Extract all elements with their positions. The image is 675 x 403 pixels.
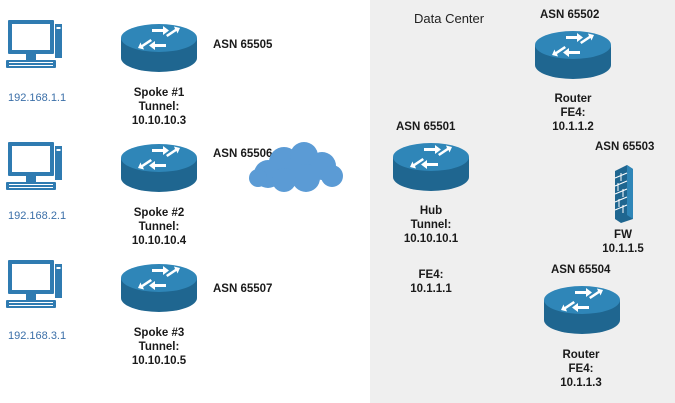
- router-bottom-name: Router: [562, 349, 600, 361]
- spoke3-name: Spoke #3: [133, 327, 185, 339]
- spoke2-name: Spoke #2: [133, 207, 185, 219]
- desktop-computer-icon: [4, 140, 64, 194]
- hub-tunnel-label: Tunnel:: [410, 219, 452, 231]
- data-center-title: Data Center: [414, 11, 485, 26]
- spoke2-label: Spoke #2 Tunnel: 10.10.10.4: [112, 206, 206, 248]
- host-ip-1: 192.168.1.1: [8, 92, 67, 104]
- router-top-label: Router FE4: 10.1.1.2: [526, 92, 620, 134]
- router-icon: [119, 20, 199, 76]
- firewall-icon: [614, 165, 633, 223]
- router-bottom-label: Router FE4: 10.1.1.3: [534, 348, 628, 390]
- firewall-asn: ASN 65503: [595, 141, 655, 153]
- spoke2-asn: ASN 65506: [213, 148, 273, 160]
- spoke1-tunnel-ip: 10.10.10.3: [131, 115, 187, 127]
- router-bottom-asn: ASN 65504: [551, 264, 611, 276]
- spoke1-tunnel-label: Tunnel:: [138, 101, 180, 113]
- hub-label: Hub Tunnel: 10.10.10.1: [384, 204, 478, 246]
- router-top-fe-label: FE4:: [560, 107, 586, 119]
- spoke2-tunnel-label: Tunnel:: [138, 221, 180, 233]
- router-bottom-fe-label: FE4:: [568, 363, 594, 375]
- router-icon: [391, 139, 471, 195]
- hub-fe-name: FE4:: [418, 269, 444, 281]
- desktop-computer-icon: [4, 258, 64, 312]
- hub-asn: ASN 65501: [396, 121, 456, 133]
- router-top-name: Router: [554, 93, 592, 105]
- spoke3-label: Spoke #3 Tunnel: 10.10.10.5: [112, 326, 206, 368]
- firewall-label: FW 10.1.1.5: [576, 228, 670, 256]
- spoke1-asn: ASN 65505: [213, 39, 273, 51]
- hub-name: Hub: [419, 205, 443, 217]
- spoke1-name: Spoke #1: [133, 87, 185, 99]
- firewall-name: FW: [614, 229, 632, 241]
- spoke2-tunnel-ip: 10.10.10.4: [131, 235, 187, 247]
- router-icon: [533, 27, 613, 83]
- hub-tunnel-ip: 10.10.10.1: [403, 233, 459, 245]
- desktop-computer-icon: [4, 18, 64, 72]
- host-ip-2: 192.168.2.1: [8, 210, 67, 222]
- spoke3-asn: ASN 65507: [213, 283, 273, 295]
- router-icon: [119, 260, 199, 316]
- spoke3-tunnel-ip: 10.10.10.5: [131, 355, 187, 367]
- router-top-fe-ip: 10.1.1.2: [552, 121, 594, 133]
- host-ip-3: 192.168.3.1: [8, 330, 67, 342]
- firewall-ip: 10.1.1.5: [602, 243, 644, 255]
- router-bottom-fe-ip: 10.1.1.3: [560, 377, 602, 389]
- hub-fe-label: FE4: 10.1.1.1: [384, 268, 478, 296]
- cloud-icon: [249, 142, 343, 192]
- router-top-asn: ASN 65502: [540, 9, 600, 21]
- hub-fe-ip: 10.1.1.1: [410, 283, 452, 295]
- router-icon: [119, 140, 199, 196]
- spoke3-tunnel-label: Tunnel:: [138, 341, 180, 353]
- spoke1-label: Spoke #1 Tunnel: 10.10.10.3: [112, 86, 206, 128]
- router-icon: [542, 282, 622, 338]
